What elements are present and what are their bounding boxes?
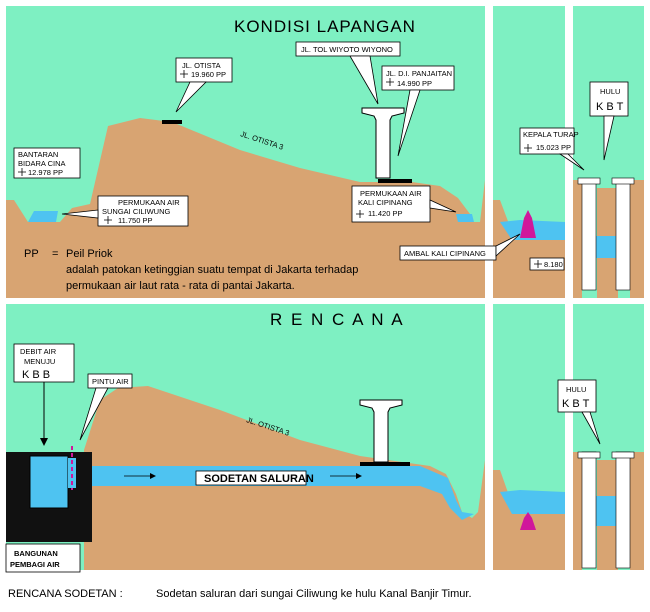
top-right-cap-l	[577, 177, 601, 185]
label-debit-1: DEBIT AIR	[20, 347, 57, 356]
arrow-3-head	[356, 473, 362, 479]
top-water-cipinang	[456, 214, 474, 222]
top-road-panjaitan	[378, 179, 412, 183]
bottom-sodetan	[70, 466, 474, 520]
debit-arrow-head	[40, 438, 48, 446]
top-title: KONDISI LAPANGAN	[234, 17, 416, 36]
label-ciliwung-elev: 11.750 PP	[118, 216, 152, 225]
legend-line2: permukaan air laut rata - rata di pantai…	[66, 280, 295, 292]
divider-1	[485, 0, 493, 578]
label-kepala-turap: KEPALA TURAP	[523, 130, 579, 139]
plus-markers	[18, 70, 542, 268]
legend-line1: adalah patokan ketinggian suatu tempat d…	[66, 264, 358, 276]
bottom-mid-water	[500, 490, 565, 514]
label-ciliwung-2: SUNGAI CILIWUNG	[102, 207, 171, 216]
top-ground	[6, 118, 485, 298]
bottom-right-cap-r	[611, 451, 635, 459]
label-pintu: PINTU AIR	[92, 377, 129, 386]
callouts-top	[13, 41, 629, 271]
label-bangunan-1: BANGUNAN	[14, 549, 58, 558]
legend-eq: =	[52, 248, 58, 260]
label-bantaran-elev: 12.978 PP	[28, 168, 63, 177]
label-tol: JL. TOL WIYOTO WIYONO	[301, 45, 393, 54]
bottom-right-turap-l	[581, 451, 597, 569]
label-hulu-top: HULU	[600, 87, 620, 96]
label-bantaran-1: BANTARAN	[18, 150, 58, 159]
label-sodetan: SODETAN SALURAN	[204, 473, 314, 485]
top-mid-ground	[493, 200, 565, 298]
footer-text: Sodetan saluran dari sungai Ciliwung ke …	[156, 588, 472, 600]
label-hulu-bottom: HULU	[566, 385, 586, 394]
legend-name: Peil Priok	[66, 248, 113, 260]
bottom-road	[360, 462, 410, 466]
bottom-basin	[29, 455, 69, 509]
label-debit-3: K B B	[22, 369, 50, 381]
label-bangunan-2: PEMBAGI AIR	[10, 560, 60, 569]
label-panjaitan-elev: 14.990 PP	[397, 79, 432, 88]
top-tol-pier	[361, 107, 405, 179]
label-otista: JL. OTISTA	[182, 61, 221, 70]
bottom-right-turap-r	[615, 451, 631, 569]
label-cipinang-1: PERMUKAAN AIR	[360, 189, 422, 198]
top-right-cap-r	[611, 177, 635, 185]
callouts-bottom	[5, 343, 601, 573]
top-right-turap-l	[581, 179, 597, 291]
top-ambal	[520, 210, 536, 238]
label-bantaran-2: BIDARA CINA	[18, 159, 66, 168]
bottom-ambal	[520, 512, 536, 530]
bottom-right-cap-l	[577, 451, 601, 459]
top-road-otista	[162, 120, 182, 124]
legend-pp: PP	[24, 248, 39, 260]
bottom-gate	[68, 458, 76, 488]
label-panjaitan: JL. D.I. PANJAITAN	[386, 69, 452, 78]
arrow-1-head	[150, 473, 156, 479]
label-kepala-elev: 15.023 PP	[536, 143, 571, 152]
label-cipinang-2: KALI CIPINANG	[358, 198, 413, 207]
label-ambal: AMBAL KALI CIPINANG	[404, 249, 486, 258]
top-water-ciliwung	[28, 211, 58, 222]
separator	[0, 298, 650, 304]
label-debit-2: MENUJU	[24, 357, 55, 366]
footer-heading: RENCANA SODETAN :	[8, 588, 123, 600]
label-elev-8: 8.180	[544, 260, 563, 269]
label-ciliwung-1: PERMUKAAN AIR	[118, 198, 180, 207]
label-cipinang-elev: 11.420 PP	[368, 209, 402, 218]
label-kbt-bottom: K B T	[562, 398, 590, 410]
top-right-turap-r	[615, 179, 631, 291]
label-kbt-top: K B T	[596, 101, 624, 113]
label-otista-elev: 19.960 PP	[191, 70, 226, 79]
divider-2	[565, 0, 573, 578]
bottom-title: R E N C A N A	[270, 310, 405, 329]
